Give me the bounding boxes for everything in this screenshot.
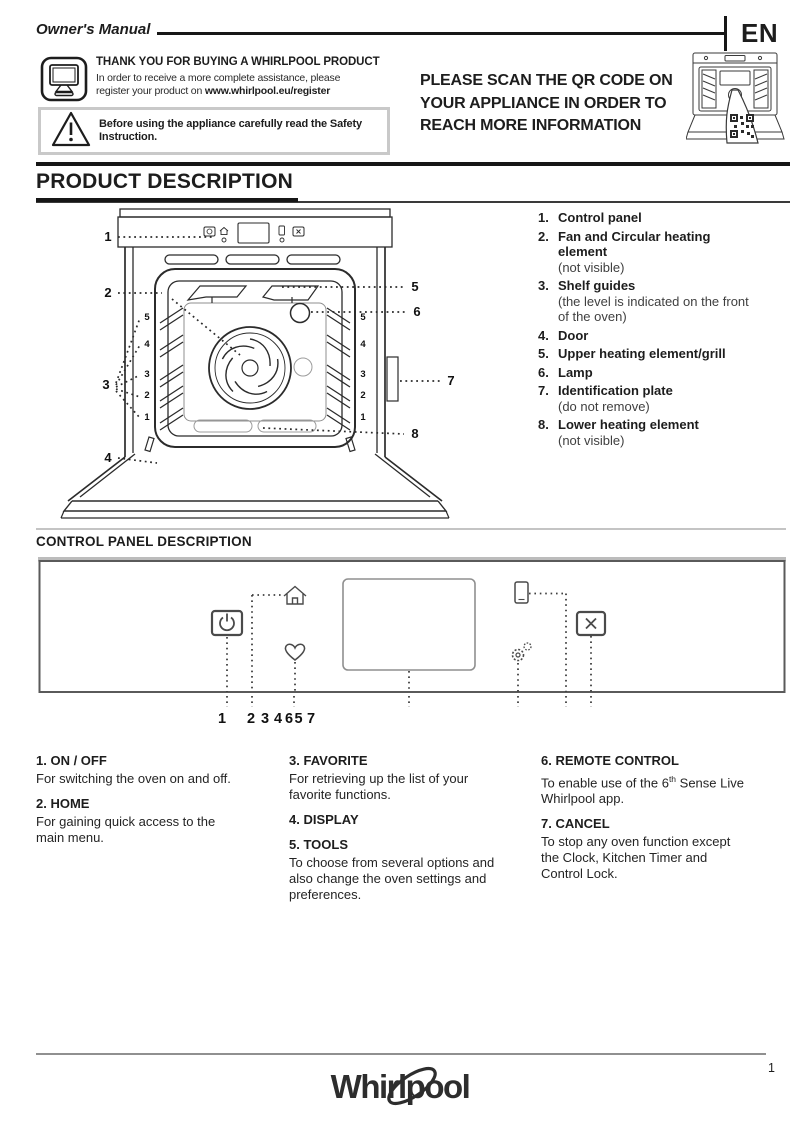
svg-text:1: 1 — [144, 412, 150, 423]
power-button — [210, 609, 244, 637]
functions-column-2: 3. FAVORITE For retrieving up the list o… — [289, 753, 499, 903]
list-item: 4.Door — [538, 327, 589, 343]
callout-8: 8 — [411, 426, 418, 441]
whirlpool-logo: Whirlpool — [320, 1058, 480, 1123]
function-title: 3. FAVORITE — [289, 753, 368, 768]
svg-text:6: 6 — [285, 711, 293, 727]
svg-text:5: 5 — [294, 711, 302, 727]
identification-plate — [386, 356, 399, 402]
svg-text:4: 4 — [274, 711, 282, 727]
callout-4: 4 — [104, 450, 112, 465]
callout-2: 2 — [104, 285, 111, 300]
title-underline-thin — [36, 201, 790, 203]
warning-triangle-icon — [51, 110, 91, 153]
mini-display — [237, 222, 270, 244]
smartphone-icon — [514, 581, 529, 604]
mini-cancel-icon — [296, 229, 301, 234]
power-icon — [219, 616, 235, 632]
safety-notice-box: Before using the appliance carefully rea… — [38, 107, 390, 155]
lamp-circle — [289, 302, 311, 324]
function-title: 7. CANCEL — [541, 816, 610, 832]
oven-diagram: 1 2 3 4 5 6 7 8 5 4 3 2 1 5 4 3 2 1 — [60, 205, 470, 530]
heart-icon — [284, 643, 306, 661]
functions-column-1: 1. ON / OFF For switching the oven on an… — [36, 753, 246, 846]
function-title: 6. REMOTE CONTROL — [541, 753, 679, 768]
function-title: 5. TOOLS — [289, 837, 349, 852]
list-item: 8.Lower heating element(not visible) — [538, 417, 699, 448]
home-icon — [283, 585, 307, 605]
callout-3: 3 — [102, 377, 109, 392]
control-panel-title: CONTROL PANEL DESCRIPTION — [36, 534, 252, 549]
qr-note: PLEASE SCAN THE QR CODE ON YOUR APPLIANC… — [420, 72, 673, 134]
control-numbers-row: 1 2 3 4 6 5 7 — [218, 711, 315, 727]
callout-5: 5 — [411, 279, 418, 294]
function-desc: To enable use of the 6th Sense Live Whir… — [541, 774, 744, 807]
svg-text:1: 1 — [218, 711, 226, 727]
product-description-title: PRODUCT DESCRIPTION — [36, 170, 293, 193]
register-line1: In order to receive a more complete assi… — [96, 72, 341, 84]
list-item: 3.Shelf guides(the level is indicated on… — [538, 278, 749, 324]
function-desc: To stop any oven function except the Clo… — [541, 834, 731, 882]
section-rule — [36, 162, 790, 166]
function-desc: For retrieving up the list of your favor… — [289, 771, 469, 802]
gears-icon — [511, 648, 525, 662]
callout-6: 6 — [413, 304, 420, 319]
list-item: 1.Control panel — [538, 210, 642, 225]
safety-notice-text: Before using the appliance carefully rea… — [99, 117, 363, 144]
part-list: 1.Control panel 2.Fan and Circular heati… — [538, 210, 768, 451]
svg-text:3: 3 — [261, 711, 269, 727]
function-desc: For gaining quick access to the main men… — [36, 814, 216, 845]
brand-wordmark: Whirlpool — [331, 1068, 470, 1105]
callout-1: 1 — [104, 229, 111, 244]
display-screen — [342, 578, 476, 671]
functions-column-3: 6. REMOTE CONTROL To enable use of the 6… — [541, 753, 751, 882]
x-cancel-icon — [585, 617, 597, 630]
function-desc: To choose from several options and also … — [289, 855, 495, 902]
list-item: 7.Identification plate(do not remove) — [538, 383, 673, 414]
shelf-level-numbers: 5 4 3 2 1 5 4 3 2 1 — [144, 312, 366, 423]
svg-text:3: 3 — [360, 369, 365, 380]
register-url: www.whirlpool.eu/register — [204, 85, 331, 97]
svg-text:1: 1 — [360, 412, 366, 423]
svg-text:7: 7 — [307, 711, 315, 727]
logo-swirl — [387, 1066, 437, 1106]
register-line2: register your product on www.whirlpool.e… — [96, 85, 331, 97]
register-heading: THANK YOU FOR BUYING A WHIRLPOOL PRODUCT — [96, 56, 380, 68]
list-item: 6.Lamp — [538, 364, 593, 380]
function-title: 2. HOME — [36, 796, 90, 811]
list-item: 5.Upper heating element/grill — [538, 346, 726, 361]
svg-text:5: 5 — [144, 312, 150, 323]
mini-home-icon — [219, 226, 229, 236]
function-desc: For switching the oven on and off. — [36, 771, 231, 786]
svg-text:3: 3 — [144, 369, 149, 380]
svg-text:4: 4 — [144, 339, 150, 350]
svg-text:4: 4 — [360, 339, 366, 350]
header-tick — [724, 16, 727, 51]
computer-monitor-icon — [40, 56, 88, 108]
svg-text:2: 2 — [360, 390, 365, 401]
oven-qr-illustration — [685, 48, 786, 171]
doc-title: Owner's Manual — [36, 21, 151, 38]
svg-text:2: 2 — [247, 711, 255, 727]
page-number: 1 — [768, 1061, 775, 1075]
language-code: EN — [741, 18, 779, 48]
register-block: THANK YOU FOR BUYING A WHIRLPOOL PRODUCT… — [96, 56, 380, 98]
mini-phone-icon — [278, 225, 285, 236]
footer-rule — [36, 1053, 766, 1055]
title-underline-thick — [36, 198, 298, 202]
header-rule — [157, 32, 725, 35]
callout-7: 7 — [447, 373, 454, 388]
svg-text:2: 2 — [144, 390, 149, 401]
section-divider — [36, 528, 786, 530]
control-panel-diagram: 1 2 3 4 6 5 7 — [38, 557, 786, 734]
list-item: 2.Fan and Circular heating element(not v… — [538, 228, 711, 275]
cancel-button — [575, 610, 607, 637]
function-title: 4. DISPLAY — [289, 812, 359, 827]
function-title: 1. ON / OFF — [36, 753, 107, 768]
svg-text:5: 5 — [360, 312, 366, 323]
